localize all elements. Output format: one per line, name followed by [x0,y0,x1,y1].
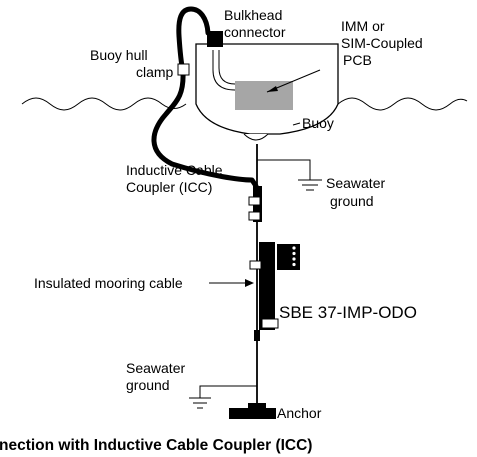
label-bulkhead-line1: Bulkhead [224,7,282,23]
seawater-ground-top-wire [257,159,311,180]
buoy-bottom-fitting [243,133,269,141]
label-buoy: Buoy [302,115,334,131]
instrument-clamp-bottom [261,318,279,329]
sea-surface-left [21,97,187,111]
sensor-port-2 [292,251,296,256]
label-seawater-bottom-line2: ground [126,377,170,393]
label-anchor: Anchor [277,405,322,421]
label-icc-line1: Inductive Cable [126,162,223,178]
label-seawater-bottom-line1: Seawater [126,360,185,376]
mooring-cable-leader-arrow [245,279,254,287]
label-bulkhead-line2: connector [224,24,286,40]
figure-caption: nection with Inductive Cable Coupler (IC… [0,437,312,454]
label-pcb-line2: SIM-Coupled [341,35,423,51]
pcb-board [235,81,293,110]
internal-wire-outer [212,50,236,91]
sea-surface-right [337,97,468,111]
buoy-leader [292,122,301,126]
instrument-sensor-head [277,244,300,270]
instrument-clamp-top [249,260,262,270]
label-seawater-top-line1: Seawater [326,175,385,191]
anchor-base [229,408,276,419]
instrument-bottom-end [254,330,260,341]
pcb-leader-arrow [267,86,278,92]
sensor-port-4 [292,262,296,267]
buoy-hull-clamp [177,63,190,76]
internal-wire-inner [218,50,236,85]
seawater-ground-bottom-wire [199,385,257,398]
anchor-block [248,403,266,411]
instrument-housing [259,242,275,330]
label-clamp-line2: clamp [136,64,174,80]
label-icc-line2: Coupler (ICC) [126,179,212,195]
label-clamp-line1: Buoy hull [90,47,148,63]
label-seawater-top-line2: ground [330,193,374,209]
sensor-port-3 [292,257,296,261]
label-mooring-cable: Insulated mooring cable [34,275,183,291]
icc-clamp-top [248,196,261,206]
bulkhead-connector [207,31,223,47]
icc-clamp-bottom [248,211,261,221]
sensor-port-1 [292,246,296,250]
label-pcb-line3: PCB [343,52,372,68]
label-pcb-line1: IMM or [341,18,385,34]
coupler-cable [151,6,259,189]
label-instrument: SBE 37-IMP-ODO [279,303,417,322]
